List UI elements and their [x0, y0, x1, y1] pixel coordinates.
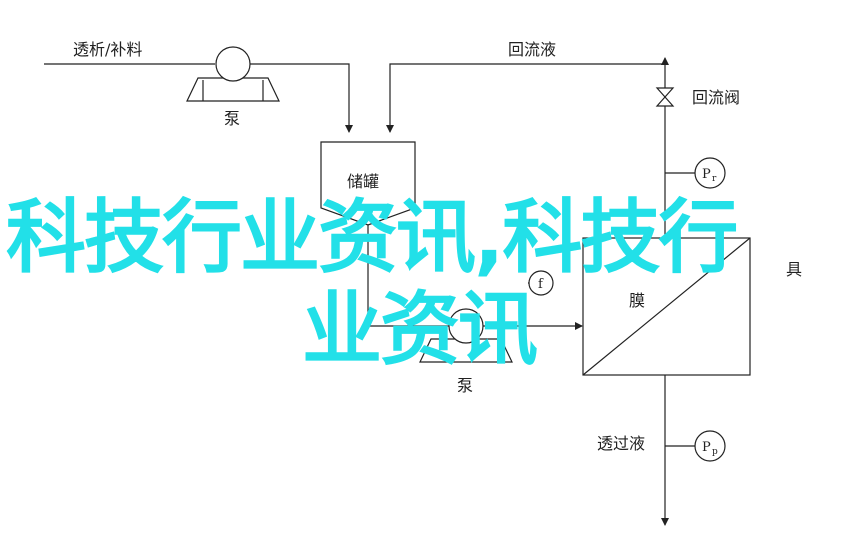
pf-gauge-sub: f — [538, 277, 544, 292]
tank-label: 储罐 — [347, 172, 379, 191]
pump-to-tank-line — [250, 63, 353, 133]
permeate-label: 透过液 — [597, 434, 645, 453]
membrane-label: 膜 — [629, 291, 645, 310]
tank-shape — [320, 141, 416, 226]
pf-gauge-icon — [528, 270, 554, 296]
pp-gauge-sub: p — [712, 447, 718, 457]
pump-top-label: 泵 — [224, 109, 240, 128]
pp-gauge-icon — [694, 430, 726, 462]
pump-bottom-label: 泵 — [457, 376, 473, 395]
pr-gauge-main: P — [702, 167, 711, 182]
reflux-valve-icon — [655, 87, 675, 107]
membrane-module — [582, 237, 751, 376]
membrane-divider — [582, 237, 751, 376]
watermark-line-1: 科技行业资讯,科技行 — [6, 191, 738, 284]
feed-label: 透析/补料 — [73, 40, 142, 59]
reflux-label: 回流液 — [508, 40, 556, 59]
pump-top-icon — [186, 46, 280, 102]
pr-gauge-sub: r — [712, 174, 717, 184]
reflux-line — [386, 63, 665, 133]
watermark-line-2: 业资讯 — [302, 283, 538, 376]
pr-gauge-icon — [694, 157, 726, 189]
pump-bottom-icon — [419, 308, 513, 363]
pp-gauge-main: P — [702, 440, 711, 455]
assembly-label: 具 — [786, 260, 802, 279]
reflux-valve-label: 回流阀 — [692, 88, 740, 107]
